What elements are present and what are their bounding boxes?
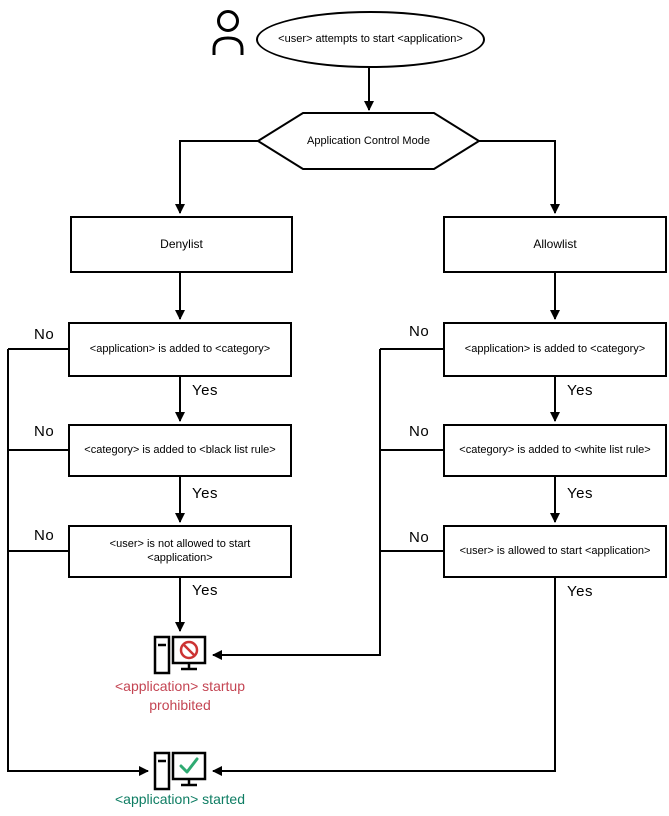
deny-no3-label: No (34, 527, 55, 544)
deny-yes3-label: Yes (192, 582, 218, 599)
edge-deny-no-started (7, 349, 149, 776)
prohibited-result-label: <application> startup prohibited (115, 678, 245, 713)
deny-step2-label: <category> is added to <black list rule> (84, 443, 276, 456)
start-node-label: <user> attempts to start <application> (278, 32, 463, 45)
decision-node-label-wrap: Application Control Mode (278, 113, 459, 169)
allow-step3-node: <user> is allowed to start <application> (443, 525, 667, 578)
allow-yes3-label: Yes (567, 583, 593, 600)
allow-no2-label: No (409, 423, 430, 440)
user-icon (212, 10, 244, 55)
deny-step3-node: <user> is not allowed to start <applicat… (68, 525, 292, 578)
denylist-node-label: Denylist (160, 237, 203, 251)
allow-yes1-label: Yes (567, 382, 593, 399)
deny-no2-label: No (34, 423, 55, 440)
allow-step1-node: <application> is added to <category> (443, 322, 667, 377)
allow-step1-label: <application> is added to <category> (464, 342, 646, 355)
decision-hexagon (256, 112, 481, 170)
deny-step1-node: <application> is added to <category> (68, 322, 292, 377)
edge-allow-yes-started (212, 578, 556, 776)
allow-step2-node: <category> is added to <white list rule> (443, 424, 667, 477)
edge-mode-denylist (175, 140, 258, 214)
deny-step1-label: <application> is added to <category> (89, 342, 271, 355)
deny-no1-label: No (34, 326, 55, 343)
computer-started-icon (153, 751, 207, 791)
allow-yes2-label: Yes (567, 485, 593, 502)
allow-no3-label: No (409, 529, 430, 546)
deny-yes1-label: Yes (192, 382, 218, 399)
edge-mode-allowlist (479, 140, 560, 214)
allow-step2-label: <category> is added to <white list rule> (459, 443, 651, 456)
allow-step3-label: <user> is allowed to start <application> (459, 544, 651, 557)
started-result-label: <application> started (115, 791, 245, 807)
deny-step2-node: <category> is added to <black list rule> (68, 424, 292, 477)
denylist-node: Denylist (70, 216, 293, 273)
edge-allow-no-prohibited (212, 349, 381, 660)
start-node: <user> attempts to start <application> (256, 11, 485, 68)
allowlist-node-label: Allowlist (533, 237, 577, 251)
computer-prohibited-icon (153, 635, 207, 675)
check-icon (179, 757, 199, 774)
prohibited-sign-icon (179, 640, 199, 660)
decision-node-label: Application Control Mode (307, 135, 430, 147)
deny-step3-label: <user> is not allowed to start <applicat… (109, 537, 251, 564)
allow-no1-label: No (409, 323, 430, 340)
allowlist-node: Allowlist (443, 216, 667, 273)
deny-yes2-label: Yes (192, 485, 218, 502)
